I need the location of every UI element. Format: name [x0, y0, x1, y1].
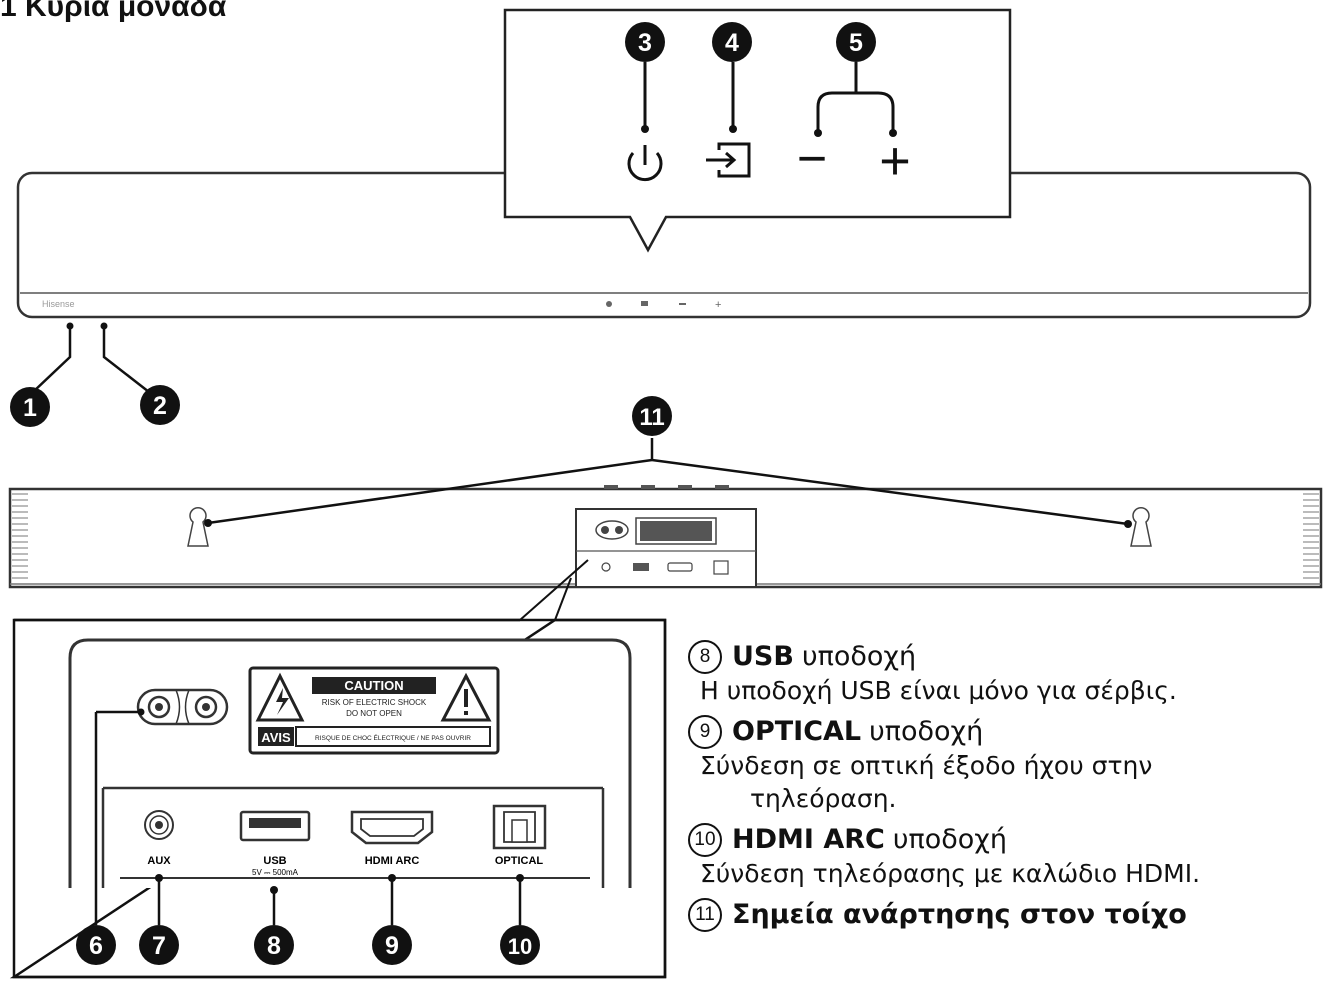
keyhole-right: [1130, 507, 1152, 547]
aux-port: AUX: [144, 810, 174, 867]
description-usb: 8 USB υποδοχή Η υποδοχή USB είναι μόνο γ…: [688, 640, 1318, 707]
description-text-optical-1: Σύνδεση σε οπτική έξοδο ήχου στην: [700, 751, 1153, 780]
port-sub-usb: 5V ⎓ 500mA: [252, 868, 299, 877]
description-name-wall-mount: Σημεία ανάρτησης στον τοίχο: [732, 899, 1187, 930]
description-number-9: 9: [688, 715, 722, 749]
left-grille: [12, 493, 28, 579]
front-plus-dot: +: [715, 299, 721, 311]
top-button-panel: − + 3 4 5: [503, 8, 1012, 253]
volume-up-icon: +: [879, 131, 911, 191]
callout-badge-7: [139, 925, 179, 965]
port-label-optical: OPTICAL: [495, 855, 544, 867]
port-label-hdmi-arc: HDMI ARC: [365, 855, 420, 867]
description-name-optical: OPTICAL: [732, 716, 862, 747]
right-grille: [1303, 493, 1319, 579]
caution-line-1: RISK OF ELECTRIC SHOCK: [322, 698, 427, 707]
avis-label: AVIS: [261, 730, 291, 745]
callout-badge-2: [140, 385, 180, 425]
callout-number-7: 7: [152, 932, 166, 960]
power-icon: [627, 145, 663, 182]
callout-badge-4: [712, 22, 752, 62]
keyhole-left: [187, 507, 209, 547]
callout-number-6: 6: [89, 932, 103, 960]
description-suffix-usb: υποδοχή: [801, 641, 917, 672]
callout-badge-8: [254, 925, 294, 965]
callout-number-8: 8: [267, 932, 281, 960]
description-number-8: 8: [688, 640, 722, 674]
callout-badge-10: [500, 925, 540, 965]
callout-number-4: 4: [725, 29, 739, 57]
callout-number-10: 10: [508, 934, 532, 959]
description-optical: 9 OPTICAL υποδοχή Σύνδεση σε οπτική έξοδ…: [688, 715, 1318, 815]
callout-badge-11: [632, 396, 672, 436]
port-label-aux: AUX: [147, 855, 171, 867]
input-icon: [706, 142, 751, 178]
section-title: 1 Κύρια μονάδα: [0, 0, 227, 23]
rear-soundbar: [8, 485, 1323, 589]
callout-number-3: 3: [638, 29, 652, 57]
front-input-dot: [641, 301, 648, 306]
callout-number-1: 1: [23, 394, 37, 422]
caution-title: CAUTION: [344, 678, 403, 693]
callout-number-9: 9: [385, 932, 399, 960]
description-text-optical-2: τηλεόραση.: [750, 784, 897, 813]
description-name-usb: USB: [732, 641, 794, 672]
caution-line-2: DO NOT OPEN: [346, 709, 402, 718]
description-name-hdmi-arc: HDMI ARC: [732, 824, 885, 855]
callout-badge-3: [625, 22, 665, 62]
power-inlet: [136, 688, 229, 726]
callout-badge-5: [836, 22, 876, 62]
callout-badge-1: [10, 387, 50, 427]
front-minus-dot: [679, 303, 686, 305]
description-hdmi-arc: 10 HDMI ARC υποδοχή Σύνδεση τηλεόρασης μ…: [688, 823, 1318, 890]
rear-panel-detail: CAUTION RISK OF ELECTRIC SHOCK DO NOT OP…: [9, 618, 667, 979]
wall-mount-callout: 11: [204, 396, 1132, 528]
front-power-dot: [606, 301, 612, 307]
brand-logo: Hisense: [42, 299, 75, 309]
callout-badge-6: [76, 925, 116, 965]
callout-number-11: 11: [639, 404, 664, 431]
description-suffix-hdmi-arc: υποδοχή: [892, 824, 1007, 855]
description-text-hdmi-arc: Σύνδεση τηλεόρασης με καλώδιο HDMI.: [700, 859, 1201, 888]
avis-text: RISQUE DE CHOC ÉLECTRIQUE / NE PAS OUVRI…: [315, 733, 471, 742]
callout-badge-9: [372, 925, 412, 965]
front-callouts: 1 2: [10, 322, 180, 427]
caution-label: CAUTION RISK OF ELECTRIC SHOCK DO NOT OP…: [248, 666, 500, 755]
description-text-usb: Η υποδοχή USB είναι μόνο για σέρβις.: [700, 676, 1177, 705]
description-number-10: 10: [688, 823, 722, 857]
port-label-usb: USB: [263, 855, 286, 867]
hdmi-port: HDMI ARC: [350, 810, 434, 867]
volume-down-icon: −: [797, 130, 827, 188]
callout-number-2: 2: [153, 392, 167, 420]
usb-port: USB 5V ⎓ 500mA: [239, 810, 311, 877]
callout-number-5: 5: [849, 29, 863, 57]
description-suffix-optical: υποδοχή: [869, 716, 984, 747]
description-number-11: 11: [688, 898, 722, 932]
description-wall-mount: 11 Σημεία ανάρτησης στον τοίχο: [688, 898, 1318, 932]
optical-port: OPTICAL: [492, 804, 547, 867]
port-descriptions: 8 USB υποδοχή Η υποδοχή USB είναι μόνο γ…: [688, 640, 1318, 940]
